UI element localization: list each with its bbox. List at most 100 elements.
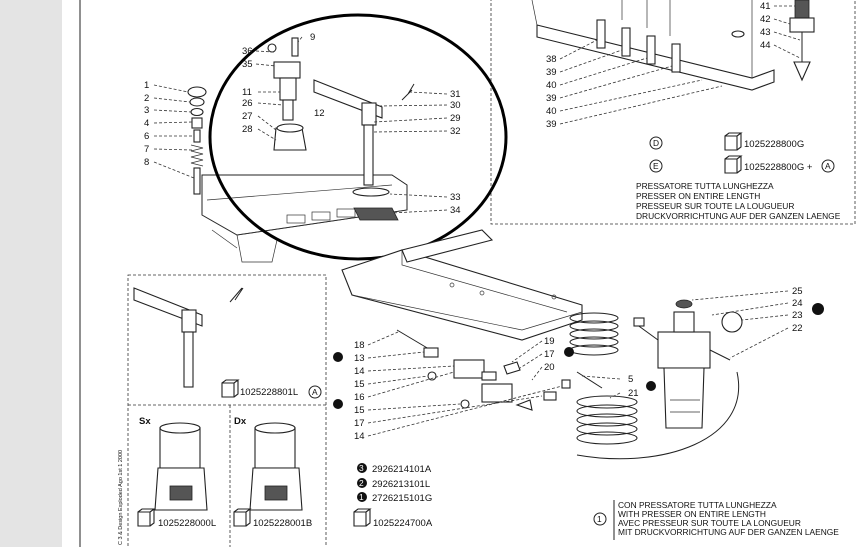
callout-label: 6	[144, 131, 149, 142]
valve-fittings	[396, 329, 571, 411]
callout-label: 5	[628, 374, 633, 385]
parts-diagram-sheet: 1 2 3 4 6 7 8 36 35 9 11 26 27 28 12 31	[62, 0, 859, 547]
rail-code-e: 1025228800G +	[744, 162, 813, 173]
circle-presser-parts	[267, 37, 415, 221]
callout-label: 29	[450, 113, 461, 124]
bottom-code-3: 1025224700A	[373, 518, 433, 529]
rail-code-d: 1025228800G	[744, 139, 804, 150]
rail-codes: D E 1025228800G 1025228800G + A	[649, 132, 835, 174]
callout-label: 8	[144, 157, 149, 168]
caption-line: PRESSEUR SUR TOUTE LA LOUGUEUR	[636, 201, 794, 211]
caption-line: PRESSER ON ENTIRE LENGTH	[636, 191, 760, 201]
callout-label: 31	[450, 89, 461, 100]
machine-table	[201, 174, 408, 263]
callout-label: 32	[450, 126, 461, 137]
boxed-code: 1025228801L	[240, 387, 298, 398]
callout-label: 17	[354, 418, 365, 429]
bullet-num: 3	[359, 463, 364, 473]
callout-label: 21	[628, 388, 639, 399]
bottom-code-sx: 1025228000L	[158, 518, 216, 529]
bottom-caption: 1 CON PRESSATORE TUTTA LUNGHEZZA WITH PR…	[593, 500, 839, 540]
callout-label: 3	[144, 105, 149, 116]
callout-label: 15	[354, 379, 365, 390]
callout-label: 9	[310, 32, 315, 43]
callout-label: 36	[242, 46, 253, 57]
bottom-code-dx: 1025228001B	[253, 518, 312, 529]
callout-label: 40	[546, 106, 557, 117]
callout-label: 18	[354, 340, 365, 351]
callout-label: 38	[546, 54, 557, 65]
callout-label: 42	[760, 14, 771, 25]
sx-label: Sx	[139, 416, 151, 427]
spiral-hoses: 5 21	[564, 312, 740, 460]
callout-label: 23	[792, 310, 803, 321]
caption-line: DRUCKVORRICHTUNG AUF DER GANZEN LAENGE	[636, 211, 841, 221]
marker-d: D	[653, 138, 659, 148]
bullet-marker-5	[812, 303, 824, 315]
callout-label: 17	[544, 349, 555, 360]
callout-label: 28	[242, 124, 253, 135]
rail-callouts: 38 39 40 39 40 39 41 42 43 44	[546, 1, 801, 130]
callout-label: 7	[144, 144, 149, 155]
highlight-circle	[208, 13, 508, 261]
rail-caption: PRESSATORE TUTTA LUNGHEZZA PRESSER ON EN…	[636, 181, 841, 221]
callout-label: 4	[144, 118, 149, 129]
callout-label: 33	[450, 192, 461, 203]
cover-tray	[341, 229, 583, 341]
dx-label: Dx	[234, 416, 247, 427]
callout-label: 19	[544, 336, 555, 347]
sx-dx-assemblies: Sx Dx 1025228000L 1025228001B	[137, 416, 312, 529]
callout-label: 40	[546, 80, 557, 91]
callout-label: 44	[760, 40, 771, 51]
callout-label: 20	[544, 362, 555, 373]
callout-label: 39	[546, 67, 557, 78]
callout-label: 1	[144, 80, 149, 91]
callout-label: 27	[242, 111, 253, 122]
caption-line: MIT DRUCKVORRICHTUNG AUF DER GANZEN LAEN…	[618, 527, 839, 537]
boxed-presser: 1025228801L A	[133, 287, 322, 399]
callout-label: 15	[354, 405, 365, 416]
marker-e: E	[653, 161, 659, 171]
callout-label: 35	[242, 59, 253, 70]
rail-code-e-suffix: A	[825, 161, 831, 171]
callout-label: 41	[760, 1, 771, 12]
presser-detail-box	[127, 274, 327, 547]
lubricator-unit	[633, 299, 743, 429]
bullet-num: 1	[359, 492, 364, 502]
bullet-code: 2926214101A	[372, 464, 432, 475]
bullet-marker-1	[333, 352, 343, 362]
bullet-num: 2	[359, 478, 364, 488]
caption-line: AVEC PRESSEUR SUR TOUTE LA LONGUEUR	[618, 518, 801, 528]
bullet-code: 2926213101L	[372, 479, 430, 490]
callout-label: 16	[354, 392, 365, 403]
callout-label: 25	[792, 286, 803, 297]
side-print-text: C 3 & Design Exploded Ago 1st 1 2000	[118, 450, 124, 545]
callout-label: 14	[354, 431, 365, 442]
callout-label: 39	[546, 93, 557, 104]
valve-callouts: 18 13 14 15 16 15 17 14 19 17 20	[333, 331, 563, 442]
callout-label: 24	[792, 298, 803, 309]
left-stack-parts	[187, 86, 207, 195]
exploded-diagram: 1 2 3 4 6 7 8 36 35 9 11 26 27 28 12 31	[79, 0, 856, 547]
bullet-marker-2	[333, 399, 343, 409]
callout-label: 26	[242, 98, 253, 109]
bullet-marker-3	[564, 347, 574, 357]
callout-label: 12	[314, 108, 325, 119]
rail-drawing	[531, 0, 815, 91]
caption-line: WITH PRESSER ON ENTIRE LENGTH	[618, 509, 766, 519]
bullet-code-list: 3 2926214101A 2 2926213101L 1 2726215101…	[353, 463, 433, 529]
marker-one: 1	[597, 514, 602, 524]
callout-label: 13	[354, 353, 365, 364]
callout-label: 22	[792, 323, 803, 334]
callout-label: 2	[144, 93, 149, 104]
bullet-code: 2726215101G	[372, 493, 432, 504]
circle-callouts: 36 35 9 11 26 27 28 12 31 30 29 32 33 34	[242, 32, 461, 216]
left-callouts: 1 2 3 4 6 7 8	[144, 80, 195, 179]
callout-label: 11	[242, 87, 252, 98]
callout-label: 14	[354, 366, 365, 377]
lubricator-callouts: 25 24 23 22	[691, 286, 824, 359]
callout-label: 43	[760, 27, 771, 38]
caption-line: PRESSATORE TUTTA LUNGHEZZA	[636, 181, 774, 191]
callout-label: 34	[450, 205, 461, 216]
caption-line: CON PRESSATORE TUTTA LUNGHEZZA	[618, 500, 777, 510]
